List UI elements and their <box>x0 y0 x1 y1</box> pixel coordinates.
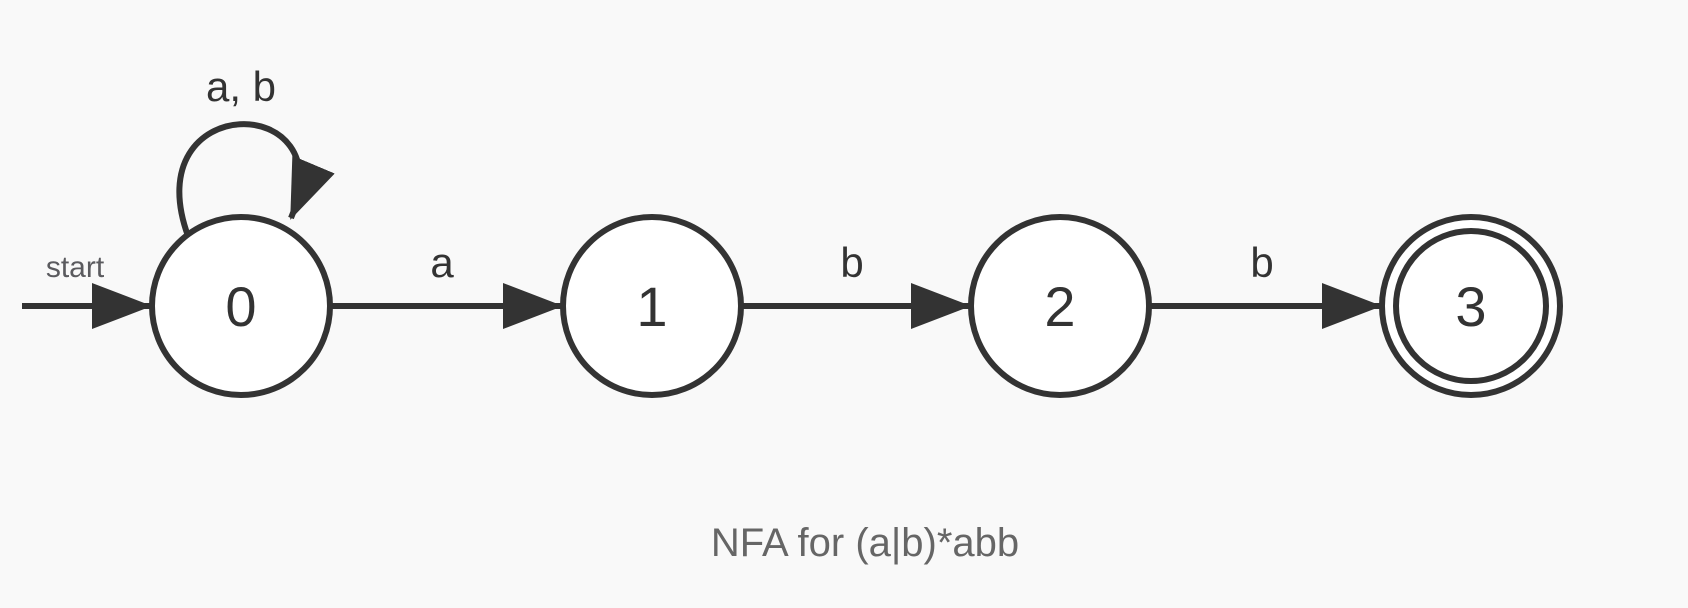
edge-1-2-label: b <box>840 239 863 286</box>
state-2-label: 2 <box>1044 275 1075 338</box>
edge-2-3-label: b <box>1250 239 1273 286</box>
self-loop-label: a, b <box>206 63 276 110</box>
edge-0-1-label: a <box>430 239 454 286</box>
start-label: start <box>46 251 105 284</box>
state-3-inner-circle <box>1393 228 1549 384</box>
state-0-node: 0 <box>149 214 333 398</box>
state-1-circle <box>560 214 744 398</box>
state-3-label: 3 <box>1455 275 1486 338</box>
self-loop-edge-state0 <box>176 121 335 238</box>
state-2-node: 2 <box>968 214 1152 398</box>
state-2-circle <box>968 214 1152 398</box>
state-1-label: 1 <box>636 275 667 338</box>
state-3-outer-circle <box>1379 214 1563 398</box>
state-1-node: 1 <box>560 214 744 398</box>
state-0-label: 0 <box>225 275 256 338</box>
state-0-circle <box>149 214 333 398</box>
state-3-node: 3 <box>1379 214 1563 398</box>
diagram-caption: NFA for (a|b)*abb <box>711 521 1019 565</box>
